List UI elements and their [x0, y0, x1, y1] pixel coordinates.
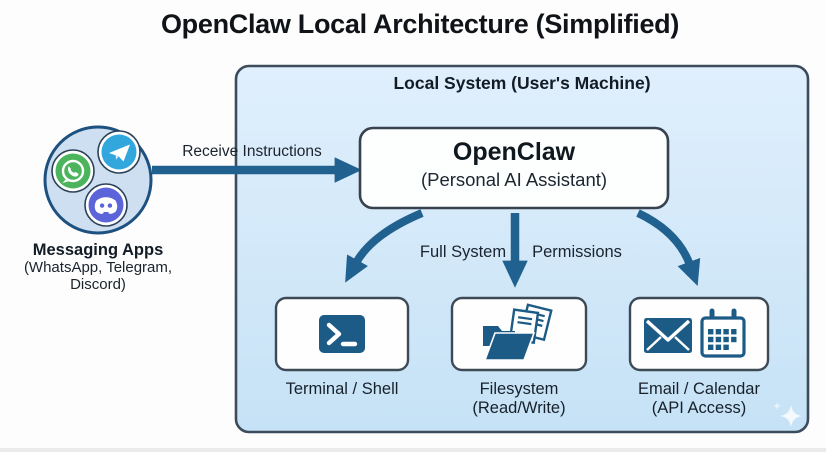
receive-instructions-label: Receive Instructions	[182, 143, 322, 160]
openclaw-subtitle: (Personal AI Assistant)	[420, 169, 608, 190]
terminal-icon	[319, 315, 365, 353]
messaging-apps-circle	[43, 125, 153, 235]
calendar-icon	[700, 308, 746, 358]
permissions-label-right: Permissions	[532, 243, 622, 261]
arrow-to-email-calendar	[636, 209, 701, 287]
messaging-apps-sub2: Discord)	[70, 276, 126, 293]
openclaw-box	[358, 126, 670, 210]
filesystem-sublabel: (Read/Write)	[472, 399, 566, 417]
filesystem-icon	[483, 303, 553, 361]
image-bottom-edge	[0, 448, 826, 452]
permissions-label-left: Full System	[419, 243, 507, 261]
sparkle-icon	[773, 402, 802, 427]
page-title: OpenClaw Local Architecture (Simplified)	[160, 9, 680, 39]
email-calendar-sublabel: (API Access)	[651, 399, 747, 417]
filesystem-label: Filesystem	[479, 380, 559, 398]
whatsapp-icon	[51, 149, 95, 193]
arrow-to-terminal	[345, 209, 424, 283]
telegram-icon	[97, 130, 141, 174]
local-system-label: Local System (User's Machine)	[393, 73, 651, 93]
discord-icon	[84, 183, 128, 227]
email-icon	[644, 318, 692, 353]
email-calendar-label: Email / Calendar	[638, 380, 760, 398]
openclaw-title: OpenClaw	[452, 138, 576, 166]
terminal-label: Terminal / Shell	[285, 380, 399, 398]
messaging-apps-sub1: (WhatsApp, Telegram,	[23, 259, 173, 276]
email-calendar-icon	[644, 308, 746, 358]
messaging-apps-label: Messaging Apps	[32, 241, 164, 259]
local-system-panel	[234, 64, 810, 434]
